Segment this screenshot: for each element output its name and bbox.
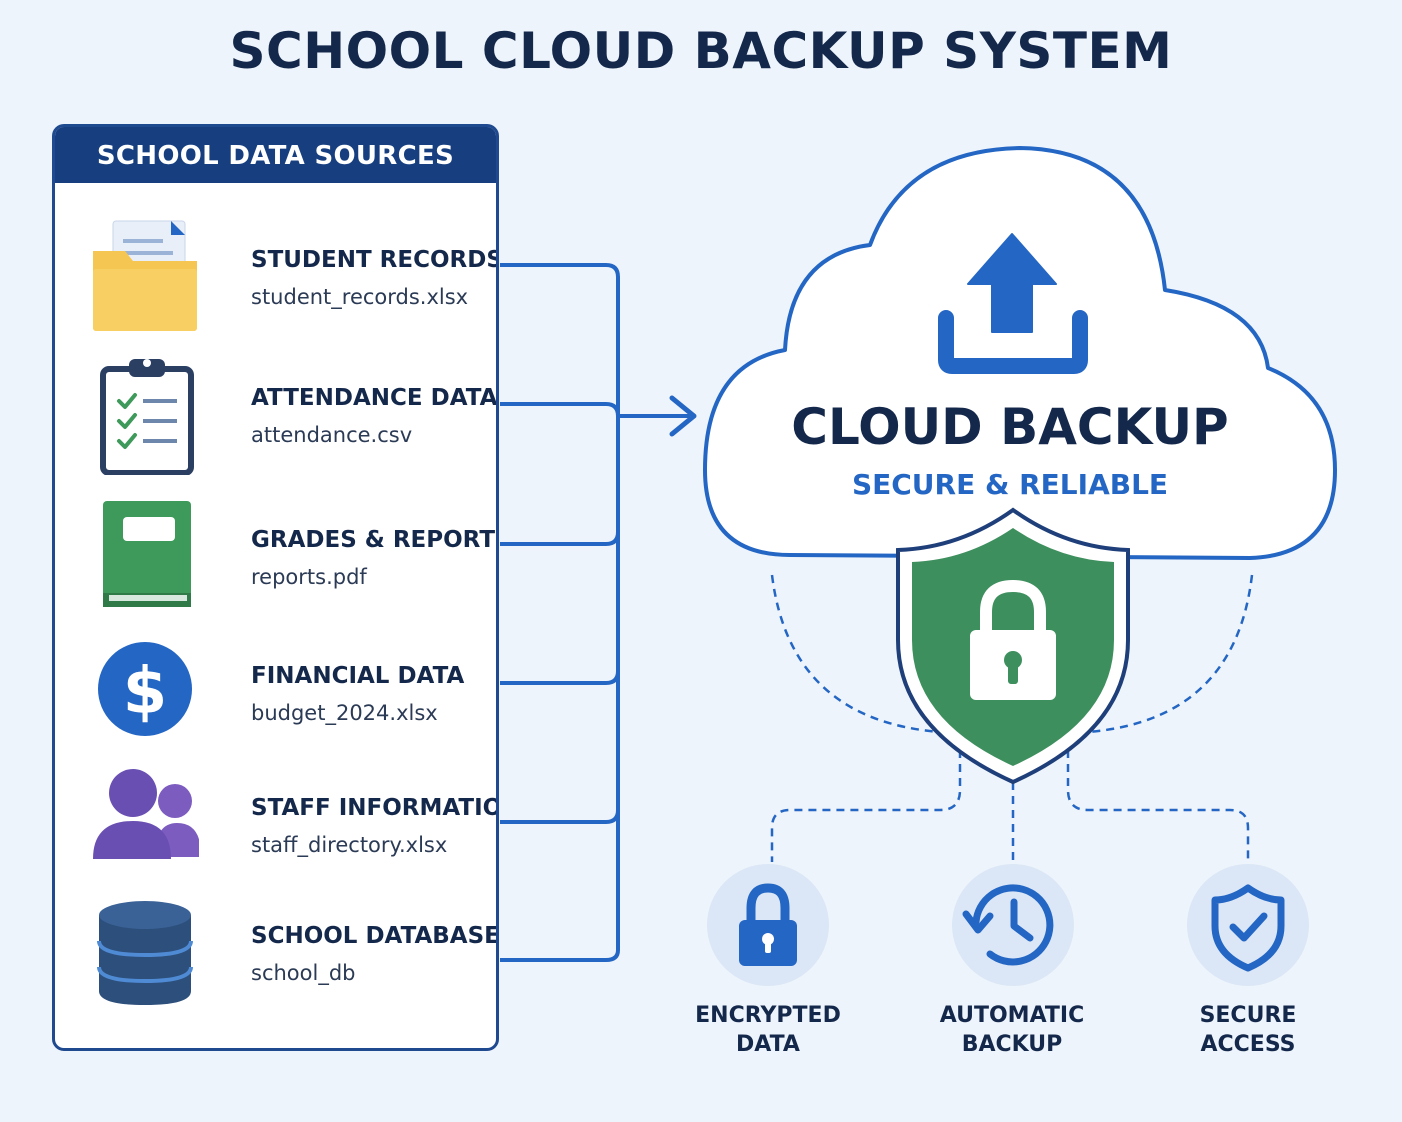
users-icon bbox=[93, 769, 199, 859]
history-clock-icon bbox=[962, 884, 1054, 966]
source-filename: budget_2024.xlsx bbox=[251, 701, 438, 725]
cloud-title: CLOUD BACKUP bbox=[791, 398, 1229, 456]
arrow-head-icon bbox=[669, 395, 697, 437]
feature-label-line: AUTOMATIC bbox=[939, 1003, 1085, 1028]
source-title: ATTENDANCE DATA bbox=[251, 385, 498, 411]
source-title: SCHOOL DATABASE bbox=[251, 923, 499, 949]
feature-label-line: SECURE bbox=[1199, 1003, 1297, 1028]
panel-header: SCHOOL DATA SOURCES bbox=[55, 127, 496, 183]
feature-encrypted-badge bbox=[707, 864, 829, 986]
source-title: STAFF INFORMATION bbox=[251, 795, 499, 821]
svg-text:$: $ bbox=[123, 655, 168, 729]
source-item-staff: STAFF INFORMATION staff_directory.xlsx bbox=[55, 765, 499, 885]
dashed-links bbox=[770, 574, 1254, 862]
source-title: STUDENT RECORDS bbox=[251, 247, 499, 273]
feature-secure-label: SECURE ACCESS bbox=[1148, 1001, 1348, 1059]
source-filename: attendance.csv bbox=[251, 423, 413, 447]
feature-label-line: ENCRYPTED bbox=[695, 1003, 841, 1028]
source-item-grades-reports: GRADES & REPORTS reports.pdf bbox=[55, 497, 499, 617]
feature-label-line: BACKUP bbox=[961, 1032, 1063, 1057]
source-title: FINANCIAL DATA bbox=[251, 663, 465, 689]
source-filename: reports.pdf bbox=[251, 565, 367, 589]
cloud-subtitle: SECURE & RELIABLE bbox=[851, 468, 1169, 501]
lock-icon bbox=[739, 883, 797, 966]
feature-automatic-label: AUTOMATIC BACKUP bbox=[912, 1001, 1112, 1059]
upload-icon bbox=[938, 233, 1088, 374]
source-filename: school_db bbox=[251, 961, 356, 985]
feature-encrypted-label: ENCRYPTED DATA bbox=[668, 1001, 868, 1059]
folder-icon bbox=[93, 220, 197, 331]
source-item-attendance: ATTENDANCE DATA attendance.csv bbox=[55, 355, 498, 475]
source-filename: student_records.xlsx bbox=[251, 285, 469, 309]
source-filename: staff_directory.xlsx bbox=[251, 833, 448, 857]
source-item-student-records: STUDENT RECORDS student_records.xlsx bbox=[55, 217, 499, 337]
source-title: GRADES & REPORTS bbox=[251, 527, 499, 553]
page-title: SCHOOL CLOUD BACKUP SYSTEM bbox=[229, 22, 1173, 80]
source-connectors bbox=[500, 263, 690, 962]
cloud-shape bbox=[703, 146, 1337, 560]
source-item-database: SCHOOL DATABASE school_db bbox=[55, 893, 499, 1013]
database-icon bbox=[97, 901, 193, 1005]
clipboard-checklist-icon bbox=[100, 359, 194, 475]
feature-label-line: DATA bbox=[736, 1032, 800, 1057]
feature-automatic-badge bbox=[952, 864, 1074, 986]
source-item-financial: $ FINANCIAL DATA budget_2024.xlsx bbox=[55, 633, 496, 753]
feature-label-line: ACCESS bbox=[1200, 1032, 1296, 1057]
feature-secure-badge bbox=[1187, 864, 1309, 986]
dollar-icon: $ bbox=[98, 642, 192, 736]
data-sources-panel: SCHOOL DATA SOURCES STUDENT RECORDS stud… bbox=[52, 124, 499, 1051]
book-icon bbox=[103, 501, 191, 607]
shield-check-icon bbox=[1211, 884, 1285, 972]
shield-lock-icon bbox=[896, 507, 1130, 785]
